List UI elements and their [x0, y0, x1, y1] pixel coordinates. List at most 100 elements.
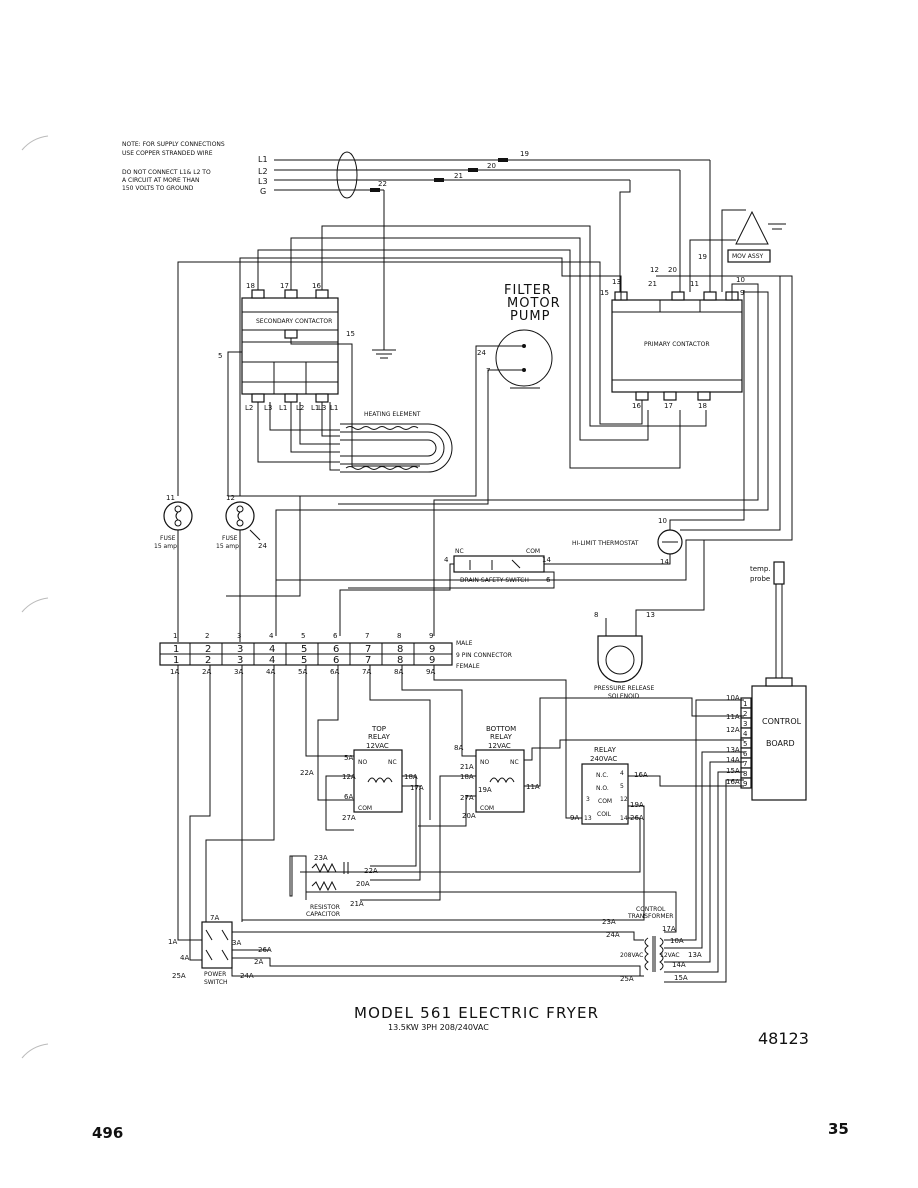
rc-20a: 20A [356, 880, 370, 888]
line-l3-label: L3 [258, 177, 268, 186]
power-switch-label-2: SWITCH [204, 979, 228, 986]
note-line-2: USE COPPER STRANDED WIRE [122, 150, 213, 157]
secondary-contactor-label: SECONDARY CONTACTOR [256, 318, 332, 325]
supply-lines: L1 L2 L3 G 19 20 21 22 [258, 150, 711, 359]
pri-term-18: 18 [698, 402, 707, 410]
relay240-pin-13: 13 [584, 815, 592, 822]
connector-male-pin: 2 [205, 644, 211, 655]
connector-male-pin: 6 [333, 644, 339, 655]
relay240-16a: 16A [634, 771, 648, 779]
top-27a: 27A [342, 814, 356, 822]
drain-wire-4: 4 [444, 556, 449, 564]
rc-22a: 22A [364, 867, 378, 875]
connector-pin-top-label: 3 [237, 632, 241, 640]
note-line-3: DO NOT CONNECT L1& L2 TO [122, 169, 211, 176]
solenoid-label-1: PRESSURE RELEASE [594, 685, 654, 692]
fuse-2-wire: 12 [226, 494, 235, 502]
bot-11a: 11A [526, 783, 540, 791]
top-17a: 17A [410, 784, 424, 792]
relay240-pin-3: 3 [586, 796, 590, 803]
top-relay-com: COM [358, 805, 372, 812]
top-relay-nc: NC [388, 759, 397, 766]
fuse-2-rating: 15 amp [216, 543, 239, 550]
transformer-primary: 208VAC [620, 952, 643, 959]
top-22a: 22A [300, 769, 314, 777]
wire-19-label: 19 [520, 150, 529, 158]
sec-term-16: 16 [312, 282, 321, 290]
line-g-label: G [260, 187, 266, 196]
board-pin-number: 9 [743, 780, 747, 788]
pump-wire-24: 24 [477, 349, 486, 357]
connector-male-pin: 7 [365, 644, 371, 655]
connector-male-pin: 1 [173, 644, 179, 655]
pri-term-13: 13 [612, 278, 621, 286]
fuse-2-wire-24: 24 [258, 542, 267, 550]
relay240-pin-5: 5 [620, 783, 624, 790]
connector-female-pin: 4 [269, 655, 275, 666]
control-transformer: CONTROL TRANSFORMER 208VAC 12VAC 23A 24A… [602, 906, 702, 983]
lower-harness [177, 665, 744, 983]
connector-wire-label: 1A [170, 668, 179, 676]
top-relay: TOP RELAY 12VAC NO NC COM 5A 12A 6A 22A … [300, 725, 424, 822]
fuse-1-rating: 15 amp [154, 543, 177, 550]
connector-wire-label: 5A [298, 668, 307, 676]
note-line-5: 150 VOLTS TO GROUND [122, 185, 194, 192]
hi-limit-label: HI-LIMIT THERMOSTAT [572, 540, 639, 547]
sec-term-17: 17 [280, 282, 289, 290]
connector-pin-top-label: 7 [365, 632, 369, 640]
board-wire-label: 16A [726, 778, 740, 786]
tr-24a: 24A [606, 931, 620, 939]
connector-pin-top-label: 8 [397, 632, 401, 640]
sec-term-l1b: L1 [311, 404, 319, 412]
mov-assy: MOV ASSY [689, 209, 786, 292]
power-switch: 7A 3A 1A 4A 26A 2A 25A 24A POWER SWITCH [168, 914, 272, 986]
drain-com-label: COM [526, 548, 540, 555]
bot-21a: 21A [460, 763, 474, 771]
connector-female-pin: 1 [173, 655, 179, 666]
board-pin-number: 2 [743, 710, 747, 718]
thermostat-wire-14: 14 [660, 558, 669, 566]
bot-18a: 18A [460, 773, 474, 781]
connector-pin-top-label: 5 [301, 632, 305, 640]
pri-term-11: 11 [690, 280, 699, 288]
connector-pin-top-label: 6 [333, 632, 338, 640]
probe-and-board: temp. probe CONTROL BOARD 12345678910A11… [726, 561, 807, 801]
bottom-relay-title-2: RELAY [490, 733, 513, 741]
pri-term-12: 12 [650, 266, 659, 274]
wire-22-label: 22 [378, 180, 387, 188]
bottom-relay-title-1: BOTTOM [486, 725, 516, 733]
line-l2-label: L2 [258, 167, 268, 176]
bot-8a: 8A [454, 744, 463, 752]
sec-term-l1c: L1 [330, 404, 338, 412]
pri-term-15: 15 [600, 289, 609, 297]
connector-pin-top-label: 9 [429, 632, 433, 640]
power-switch-label-1: POWER [204, 971, 226, 978]
connector-pin-top-label: 1 [173, 632, 177, 640]
tr-13a: 13A [688, 951, 702, 959]
bot-19a: 19A [478, 786, 492, 794]
sw-3a: 3A [232, 939, 241, 947]
pri-term-17: 17 [664, 402, 673, 410]
part-number: 48123 [758, 1029, 809, 1048]
title-block: MODEL 561 ELECTRIC FRYER 13.5KW 3PH 208/… [354, 1004, 809, 1048]
connector-male: MALE [456, 640, 473, 647]
filter-pump: FILTER MOTOR PUMP 24 7 [226, 283, 560, 597]
model-title: MODEL 561 ELECTRIC FRYER [354, 1004, 599, 1022]
thermostat-and-drain: HI-LIMIT THERMOSTAT 10 14 NC COM 4 14 6 … [339, 290, 745, 636]
sw-4a: 4A [180, 954, 189, 962]
rc-21a: 21A [350, 900, 364, 908]
tr-23a: 23A [602, 918, 616, 926]
solenoid-wire-8: 8 [594, 611, 598, 619]
top-12a: 12A [342, 773, 356, 781]
filter-pump-line3: PUMP [510, 309, 550, 324]
tr-25a: 25A [620, 975, 634, 983]
transformer-label-2: TRANSFORMER [627, 913, 673, 920]
sec-term-l3a: L3 [264, 404, 272, 412]
connector-wire-label: 7A [362, 668, 371, 676]
sw-1a: 1A [168, 938, 177, 946]
transformer-secondary: 12VAC [660, 952, 680, 959]
pri-term-16: 16 [632, 402, 641, 410]
top-relay-title-1: TOP [371, 725, 386, 733]
connector-wire-label: 6A [330, 668, 339, 676]
